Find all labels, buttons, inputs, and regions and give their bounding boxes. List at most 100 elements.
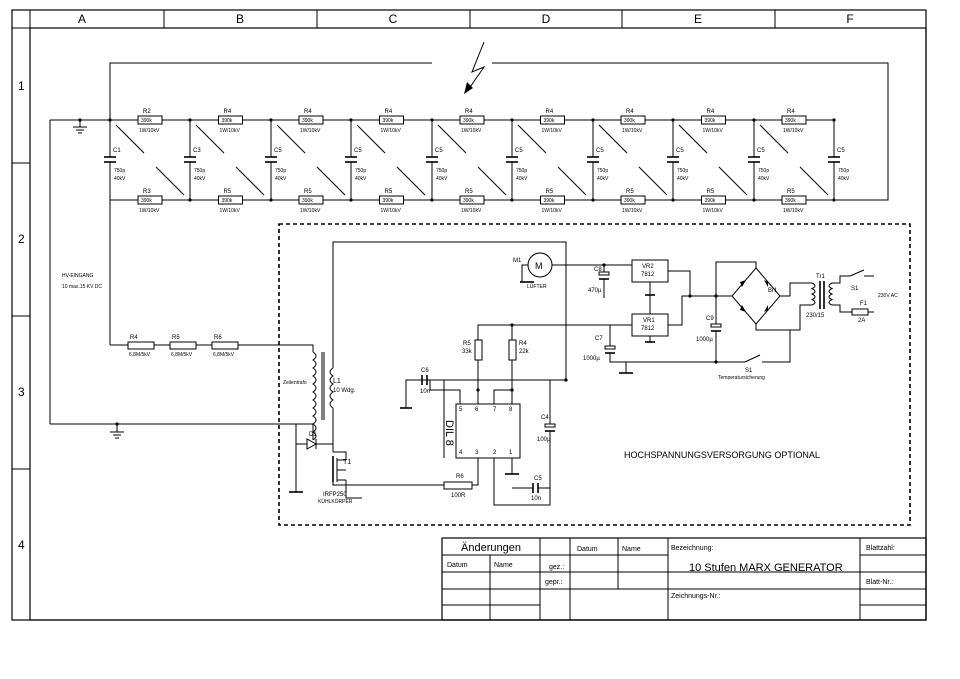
bottom-resistor-3-name: R5	[304, 189, 312, 195]
c5-name: C5	[534, 476, 542, 482]
capacitor-5-name: C5	[435, 148, 443, 154]
top-resistor-8-name: R4	[707, 109, 715, 115]
capacitor-7-rating: 40kV	[597, 176, 609, 182]
sheet-count-label: Blattzahl:	[866, 545, 895, 552]
vr1-value: 7812	[641, 326, 655, 332]
capacitor-10-name: C5	[837, 148, 845, 154]
hv-input-label: HV-EINGANG	[62, 273, 94, 279]
thermal-switch-label: Temperatursicherung	[718, 375, 765, 381]
bottom-resistor-9-rating: 1W/10kV	[783, 208, 804, 214]
hv-input-range: 10 max.15 KV DC	[62, 284, 102, 290]
column-labels: A B C D E F	[78, 12, 854, 26]
capacitor-4-value: 750p	[355, 168, 366, 174]
input-r5-name: R5	[172, 335, 180, 341]
capacitor-6-name: C5	[515, 148, 523, 154]
column-label-a: A	[78, 12, 86, 26]
capacitor-3-rating: 40kV	[275, 176, 287, 182]
flyback-transformer: Zeilentrafo L1 10 Wdg.	[283, 241, 567, 450]
motor-m1-name: M1	[513, 258, 522, 264]
ic-pin-7: 7	[493, 407, 497, 413]
top-resistor-6-name: R4	[546, 109, 554, 115]
top-resistor-4-value: 390k	[383, 118, 394, 124]
driver-stage: D1 T1 IRFP250 KÜHLKÖRPER R6 100R	[289, 424, 479, 505]
top-resistor-row: R2390k1W/10kVR4390k1W/10kVR4390k1W/10kVR…	[110, 109, 834, 134]
input-r6-value: 6,8M/5kV	[213, 352, 235, 358]
ic-dil8: DIL 8 5 6 7 8 4 3 2 1	[400, 360, 568, 506]
ic-dil8-body	[455, 403, 521, 459]
capacitor-2-rating: 40kV	[194, 176, 206, 182]
ic-pin-8: 8	[509, 407, 513, 413]
bottom-resistor-1-rating: 1W/10kV	[139, 208, 160, 214]
bridge-rectifier: Br1	[715, 261, 812, 331]
capacitor-3-value: 750p	[275, 168, 286, 174]
drawing-number-label: Zeichnungs-Nr.:	[671, 593, 720, 600]
bottom-resistor-2-name: R5	[224, 189, 232, 195]
fan-motor: M M1 LÜFTER	[513, 252, 632, 290]
driver-r6-name: R6	[456, 474, 464, 480]
input-resistor-r5	[169, 341, 197, 350]
diode-d1-label: D1	[309, 432, 317, 438]
name-header: Name	[622, 546, 641, 553]
column-label-d: D	[542, 12, 551, 26]
capacitor-row: C1750p40kVC3750p40kVC5750p40kVC5750p40kV…	[104, 118, 850, 202]
row-label-2: 2	[18, 232, 25, 246]
capacitor-4-name: C5	[354, 148, 362, 154]
drawing-frame	[11, 9, 927, 621]
capacitor-c7: C7 1000µ	[583, 336, 716, 374]
bottom-resistor-1-value: 390k	[141, 198, 152, 204]
ic-pin-5: 5	[459, 407, 463, 413]
row-labels: 1 2 3 4	[18, 79, 25, 552]
c7-name: C7	[595, 336, 603, 342]
diode-d1-icon	[306, 438, 318, 450]
top-resistor-6-value: 390k	[544, 118, 555, 124]
drawn-by-label: gez.:	[549, 564, 564, 571]
drawing-title: 10 Stufen MARX GENERATOR	[689, 562, 843, 574]
bottom-resistor-8-rating: 1W/10kV	[703, 208, 724, 214]
bottom-resistor-row: R3390k1W/10kVR5390k1W/10kVR5390k1W/10kVR…	[110, 189, 834, 214]
coil-l1-value: 10 Wdg.	[333, 388, 356, 394]
input-resistor-r6	[211, 341, 239, 350]
capacitor-8-value: 750p	[677, 168, 688, 174]
bottom-resistor-9-value: 390k	[785, 198, 796, 204]
top-resistor-1-name: R2	[143, 109, 151, 115]
capacitor-2-name: C3	[193, 148, 201, 154]
c4-name: C4	[541, 415, 549, 421]
tr1-value: 230/15	[806, 313, 825, 319]
capacitor-c9: C9 1000µ	[688, 294, 722, 362]
input-r4-value: 6,8M/5kV	[129, 352, 151, 358]
regulator-vr2: VR2 7812	[631, 259, 691, 314]
coil-l1-name: L1	[333, 378, 341, 385]
bottom-resistor-3-rating: 1W/10kV	[300, 208, 321, 214]
r4-value: 22k	[519, 349, 530, 355]
top-resistor-2-name: R4	[224, 109, 232, 115]
checked-by-label: gepr.:	[545, 579, 563, 586]
r5-name: R5	[463, 341, 471, 347]
capacitor-6-rating: 40kV	[516, 176, 528, 182]
vr1-name: VR1	[643, 318, 655, 324]
capacitor-4-rating: 40kV	[355, 176, 367, 182]
top-resistor-9-rating: 1W/10kV	[783, 128, 804, 134]
top-resistor-3-rating: 1W/10kV	[300, 128, 321, 134]
c7-value: 1000µ	[583, 356, 600, 362]
capacitor-9-value: 750p	[758, 168, 769, 174]
regulator-vr1: VR1 7812	[609, 295, 716, 346]
input-resistor-r4	[127, 341, 155, 350]
title-block: Änderungen Datum Name Datum Name gez.: g…	[441, 537, 927, 621]
top-resistor-5-name: R4	[465, 109, 473, 115]
bottom-resistor-5-name: R5	[465, 189, 473, 195]
capacitor-7-name: C5	[596, 148, 604, 154]
bottom-resistor-3-value: 390k	[302, 198, 313, 204]
c5-value: 10n	[531, 496, 541, 502]
input-resistor-chain: R4 6,8M/5kV R5 6,8M/5kV R6 6,8M/5kV	[110, 335, 314, 358]
mains-transformer-tr1: Tr1 230/15 S1 230V AC F1 2A	[806, 269, 898, 324]
input-r4-name: R4	[130, 335, 138, 341]
capacitor-9-name: C5	[757, 148, 765, 154]
ic-dil8-label: DIL 8	[443, 420, 455, 446]
c9-value: 1000µ	[696, 337, 713, 343]
bottom-resistor-7-rating: 1W/10kV	[622, 208, 643, 214]
mosfet-t1-label: T1	[343, 459, 351, 466]
capacitor-c4: C4 100µ	[537, 380, 556, 476]
driver-r6-value: 100R	[451, 493, 466, 499]
capacitor-2-value: 750p	[194, 168, 205, 174]
bottom-resistor-4-name: R5	[385, 189, 393, 195]
